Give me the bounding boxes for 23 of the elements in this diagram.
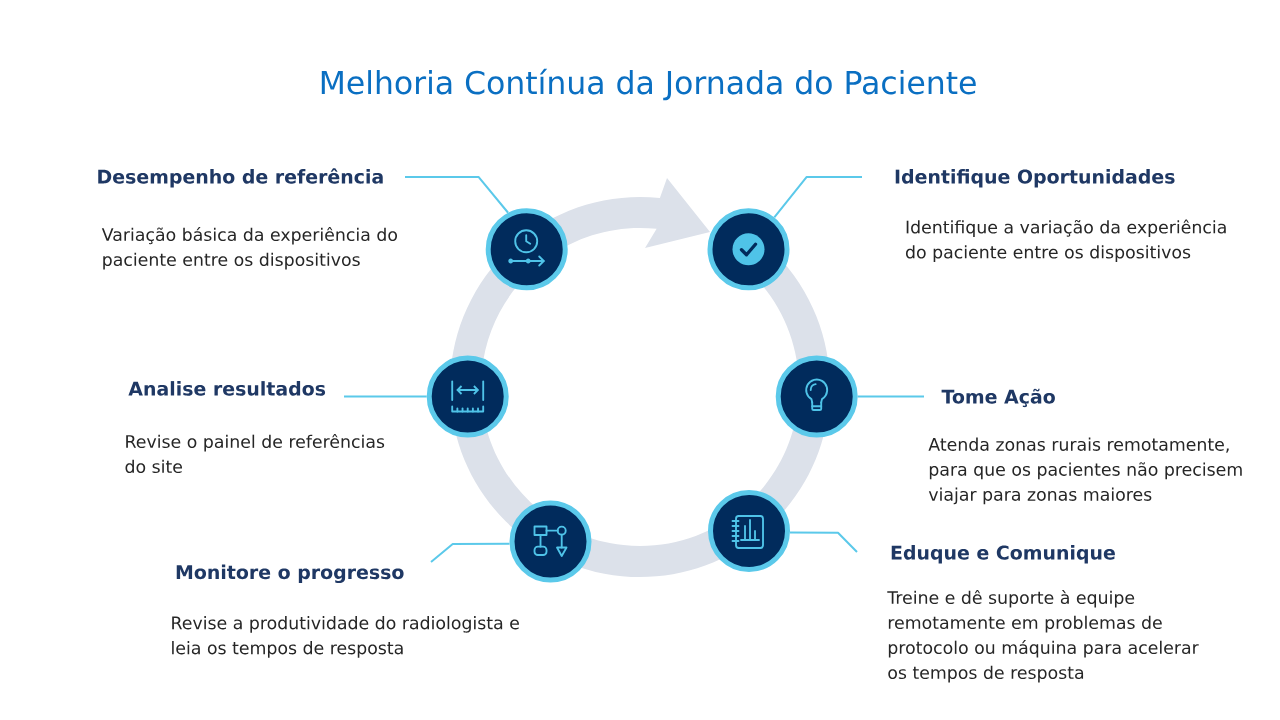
leader-line	[343, 395, 428, 398]
heading: Monitore o progresso	[176, 564, 404, 584]
description-text: Variação básica da experiência do paciente entre os dispositivos	[101, 227, 397, 270]
heading: Identifique Oportunidades	[895, 169, 1175, 188]
icon-circle	[485, 208, 568, 291]
description-text: Revise a produtividade do radiologista e leia os tempos de resposta	[172, 616, 519, 658]
leader-line	[789, 531, 858, 553]
leader-line	[856, 395, 925, 398]
heading: Eduque e Comunique	[891, 545, 1115, 564]
description-text: Identifique a variação da experiência do paciente entre os dispositivos	[905, 219, 1226, 262]
heading: Tome Ação	[941, 388, 1055, 408]
leader-line	[430, 542, 511, 563]
description-text: Treine e dê suporte à equipe remotamente em problemas de protocolo ou máquina para acelerar os tempos de resposta	[887, 590, 1199, 683]
heading: Desempenho de referência	[98, 168, 383, 188]
heading: Analise resultados	[128, 381, 326, 396]
icon-circle	[708, 490, 790, 572]
icon-circle	[426, 355, 509, 438]
title: Melhoria Contínua da Jornada do Paciente	[321, 68, 976, 101]
description-text: Atenda zonas rurais remotamente, para que os pacientes não precisem viajar para zonas maiores	[928, 437, 1242, 505]
description-text: Revise o painel de referências do site	[125, 434, 385, 474]
icon-circle	[775, 355, 858, 438]
leader-line	[404, 176, 510, 214]
icon-circle	[509, 500, 592, 583]
